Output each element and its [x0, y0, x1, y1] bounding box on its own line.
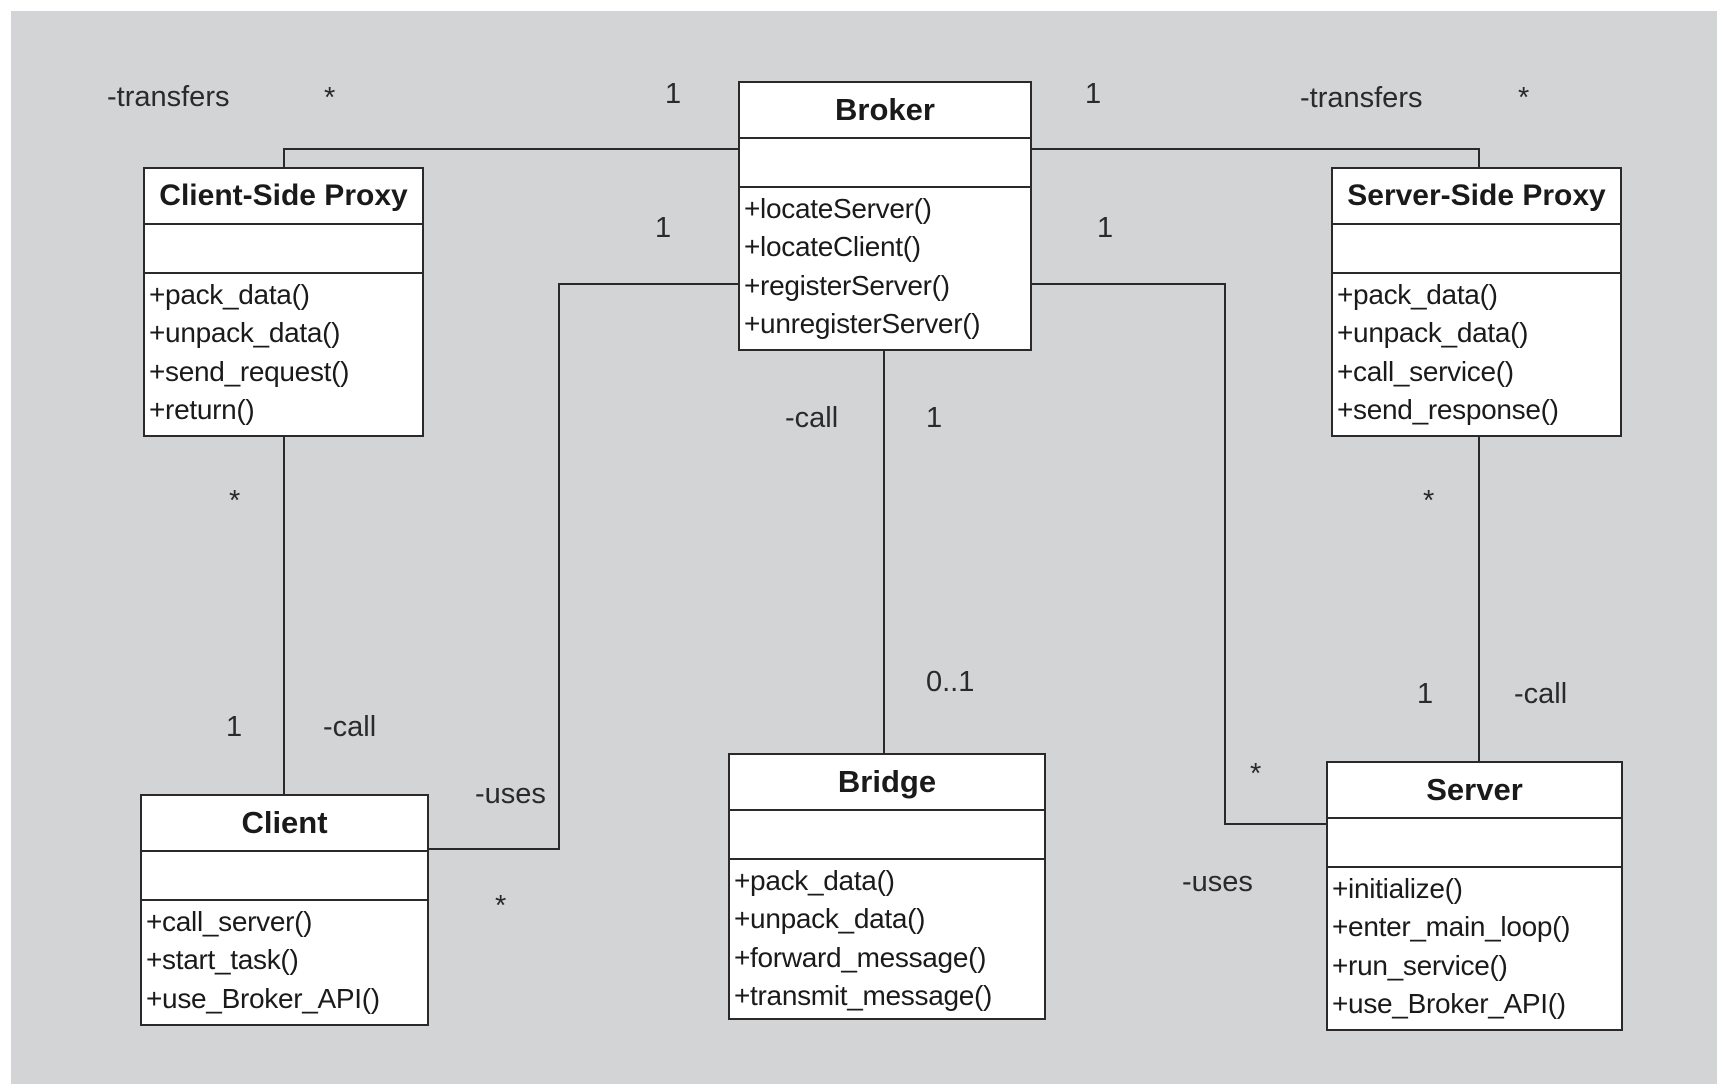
- attributes-compartment: [145, 225, 422, 274]
- operation: +locateServer(): [744, 193, 932, 224]
- multiplicity-label: 1: [655, 212, 672, 244]
- operation: +use_Broker_API(): [146, 982, 380, 1014]
- association-transfers-client-proxy: [283, 148, 738, 168]
- multiplicity-label: *: [324, 82, 336, 114]
- attributes-compartment: [1333, 225, 1620, 274]
- association-client-uses-broker: [428, 283, 738, 850]
- operation: +locateClient(): [744, 231, 921, 263]
- association-transfers-server-proxy: [1031, 148, 1480, 168]
- operation: +unpack_data(): [1337, 317, 1529, 349]
- server-side-proxy-class: Server-Side Proxy +pack_data() +unpack_d…: [1331, 167, 1622, 437]
- role-label-transfers: -transfers: [107, 81, 230, 113]
- multiplicity-label: 1: [226, 711, 243, 743]
- operation: +pack_data(): [149, 279, 310, 310]
- role-label-transfers: -transfers: [1300, 82, 1423, 114]
- operation: +pack_data(): [1337, 279, 1498, 310]
- operation: +enter_main_loop(): [1332, 911, 1571, 943]
- client-side-proxy-class: Client-Side Proxy +pack_data() +unpack_d…: [143, 167, 424, 437]
- role-label-call: -call: [323, 711, 377, 743]
- operation: +pack_data(): [734, 865, 895, 896]
- multiplicity-label: 1: [926, 402, 943, 434]
- multiplicity-label: 1: [665, 78, 682, 110]
- operation: +registerServer(): [744, 269, 950, 301]
- operation: +unregisterServer(): [744, 307, 981, 339]
- operation: +send_request(): [149, 355, 350, 387]
- multiplicity-label: *: [229, 485, 241, 517]
- multiplicity-label: *: [1250, 758, 1262, 790]
- multiplicity-label: 1: [1085, 78, 1102, 110]
- class-name: Server-Side Proxy: [1333, 169, 1620, 225]
- multiplicity-label: 0..1: [926, 666, 975, 698]
- multiplicity-label: *: [495, 890, 507, 922]
- server-class: Server +initialize() +enter_main_loop() …: [1326, 761, 1623, 1031]
- class-name: Bridge: [730, 755, 1044, 811]
- multiplicity-label: 1: [1097, 212, 1114, 244]
- operation: +call_service(): [1337, 355, 1514, 387]
- class-name: Server: [1328, 763, 1621, 819]
- operation: +initialize(): [1332, 873, 1463, 904]
- role-label-call: -call: [785, 402, 839, 434]
- client-class: Client +call_server() +start_task() +use…: [140, 794, 429, 1026]
- class-name: Client: [142, 796, 427, 852]
- operation: +run_service(): [1332, 949, 1508, 981]
- attributes-compartment: [1328, 819, 1621, 868]
- operations-compartment: +pack_data() +unpack_data() +call_servic…: [1333, 274, 1620, 435]
- operation: +unpack_data(): [734, 903, 926, 935]
- operations-compartment: +pack_data() +unpack_data() +send_reques…: [145, 274, 422, 435]
- role-label-uses: -uses: [1182, 866, 1253, 898]
- class-name: Client-Side Proxy: [145, 169, 422, 225]
- operation: +call_server(): [146, 906, 313, 937]
- attributes-compartment: [142, 852, 427, 901]
- multiplicity-label: 1: [1417, 678, 1434, 710]
- operation: +send_response(): [1337, 393, 1559, 425]
- operation: +unpack_data(): [149, 317, 341, 349]
- broker-class: Broker +locateServer() +locateClient() +…: [738, 81, 1032, 351]
- multiplicity-label: *: [1518, 82, 1530, 114]
- operation: +use_Broker_API(): [1332, 987, 1566, 1019]
- operations-compartment: +initialize() +enter_main_loop() +run_se…: [1328, 868, 1621, 1029]
- bridge-class: Bridge +pack_data() +unpack_data() +forw…: [728, 753, 1046, 1020]
- multiplicity-label: *: [1423, 485, 1435, 517]
- operations-compartment: +pack_data() +unpack_data() +forward_mes…: [730, 860, 1044, 1018]
- operation: +transmit_message(): [734, 979, 993, 1011]
- operation: +return(): [149, 393, 255, 425]
- role-label-uses: -uses: [475, 778, 546, 810]
- class-name: Broker: [740, 83, 1030, 139]
- association-server-uses-broker: [1031, 283, 1327, 825]
- operation: +forward_message(): [734, 941, 987, 973]
- operations-compartment: +call_server() +start_task() +use_Broker…: [142, 901, 427, 1024]
- role-label-call: -call: [1514, 678, 1568, 710]
- operations-compartment: +locateServer() +locateClient() +registe…: [740, 188, 1030, 349]
- attributes-compartment: [740, 139, 1030, 188]
- operation: +start_task(): [146, 944, 299, 976]
- attributes-compartment: [730, 811, 1044, 860]
